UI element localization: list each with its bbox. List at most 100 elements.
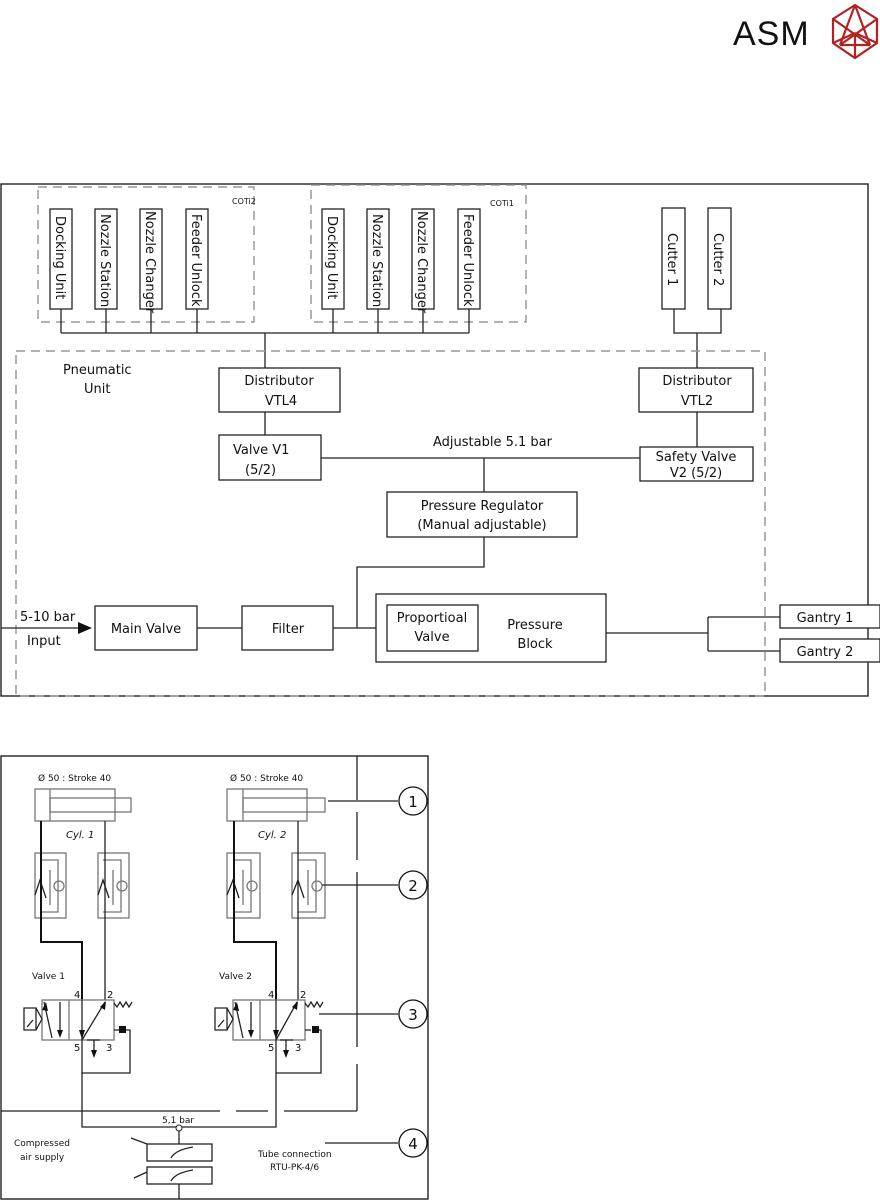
cylinder-2-label: Cyl. 2	[258, 830, 286, 841]
cutter-unit: Cutter 2	[707, 207, 732, 310]
flow-control-valve-icon	[291, 852, 326, 919]
tube-connection-label: Tube connection	[257, 1150, 332, 1160]
port-2-label: 2	[300, 990, 306, 1001]
cutter-unit: Cutter 1	[661, 207, 686, 310]
adjustable-pressure-line	[321, 457, 640, 492]
svg-text:Gantry 1: Gantry 1	[797, 611, 854, 626]
cutter-bus-line	[673, 309, 722, 368]
coti2-group	[37, 186, 255, 323]
main-valve: Main Valve	[94, 605, 198, 651]
valve-2-icon	[214, 999, 324, 1074]
schematic-frame	[0, 755, 429, 1200]
port-4-label: 4	[268, 990, 274, 1001]
coti2-unit: Nozzle Station	[94, 208, 118, 310]
pneumatic-unit-label: Pneumatic	[63, 363, 132, 378]
pipe-line	[40, 821, 83, 1000]
pneumatic-schematic: Ø 50 : Stroke 40 Cyl. 1 Ø 50 : Stroke 40…	[0, 755, 429, 1200]
svg-text:Cutter 2: Cutter 2	[710, 233, 725, 286]
svg-text:Pressure Regulator: Pressure Regulator	[421, 499, 544, 514]
pressure-label: 5,1 bar	[162, 1116, 194, 1126]
port-2-label: 2	[107, 990, 113, 1001]
flow-control-valve-icon	[34, 852, 67, 919]
svg-text:1: 1	[408, 793, 418, 811]
svg-text:VTL2: VTL2	[681, 394, 713, 409]
svg-text:Nozzle Station: Nozzle Station	[369, 214, 384, 307]
coti2-unit: Docking Unit	[49, 208, 73, 310]
svg-text:Nozzle Changer: Nozzle Changer	[142, 211, 157, 314]
distributor-vtl4: Distributor VTL4	[218, 367, 341, 413]
pressure-regulator: Pressure Regulator (Manual adjustable)	[386, 491, 578, 538]
coti1-unit: Nozzle Changer	[411, 208, 435, 314]
valve-2-label: Valve 2	[219, 972, 252, 982]
regulator-line	[356, 537, 485, 628]
svg-text:Pressure: Pressure	[507, 618, 563, 633]
cylinder-2-icon	[226, 788, 326, 822]
coti2-unit: Nozzle Changer	[139, 208, 163, 314]
svg-text:Valve: Valve	[414, 630, 449, 645]
svg-text:Gantry 2: Gantry 2	[797, 645, 854, 660]
svg-text:Filter: Filter	[272, 622, 305, 637]
block-diagram: COTi2 Docking Unit Nozzle Station Nozzle…	[0, 183, 880, 697]
logo-polyhedron-icon	[831, 3, 879, 60]
coti1-unit: Feeder Unlock	[457, 208, 481, 310]
coti2-label: COTi2	[232, 197, 256, 206]
supply-label: Compressed	[14, 1139, 70, 1149]
valve-1-label: Valve 1	[32, 972, 65, 982]
supply-label: air supply	[20, 1153, 65, 1163]
shutoff-valve-icon	[130, 1137, 213, 1162]
input-arrow-icon	[78, 622, 92, 634]
svg-text:Cutter 1: Cutter 1	[664, 233, 679, 286]
svg-text:Docking Unit: Docking Unit	[52, 216, 67, 299]
asm-logo: ASM	[733, 3, 879, 60]
cylinder-2-spec: Ø 50 : Stroke 40	[230, 773, 303, 784]
svg-text:Nozzle Changer: Nozzle Changer	[414, 211, 429, 314]
svg-text:2: 2	[408, 877, 418, 895]
valve-1-icon	[23, 999, 133, 1074]
svg-text:(Manual adjustable): (Manual adjustable)	[417, 518, 546, 533]
coti2-unit: Feeder Unlock	[185, 208, 209, 310]
svg-text:VTL4: VTL4	[265, 394, 297, 409]
flow-control-valve-icon	[226, 852, 261, 919]
coti1-unit: Docking Unit	[321, 208, 345, 310]
pipe-line	[233, 821, 277, 1000]
pressure-block: Proportioal Valve Pressure Block	[375, 593, 607, 663]
callout-2: 2	[398, 870, 428, 900]
input-pressure-label: 5-10 bar	[20, 610, 76, 625]
gauge-point-icon	[175, 1124, 183, 1132]
svg-text:V2 (5/2): V2 (5/2)	[670, 466, 722, 481]
port-5-label: 5	[74, 1043, 80, 1054]
svg-text:Distributor: Distributor	[662, 374, 732, 389]
coti1-group	[310, 184, 527, 323]
cylinder-1-icon	[34, 788, 132, 822]
tube-connection-label: RTU-PK-4/6	[270, 1163, 319, 1173]
coti-bus-line	[60, 309, 470, 368]
safety-valve-v2: Safety Valve V2 (5/2)	[639, 446, 754, 482]
gantry-1: Gantry 1	[779, 604, 880, 629]
flow-control-valve-icon	[97, 852, 130, 919]
pneumatic-unit-label: Unit	[84, 382, 110, 397]
adjustable-pressure-label: Adjustable 5.1 bar	[433, 435, 553, 450]
distributor-vtl2: Distributor VTL2	[638, 367, 754, 413]
callout-3: 3	[398, 999, 428, 1029]
port-5-label: 5	[268, 1043, 274, 1054]
cylinder-1-spec: Ø 50 : Stroke 40	[38, 773, 111, 784]
svg-text:Distributor: Distributor	[244, 374, 314, 389]
pneumatic-unit-group	[15, 350, 766, 697]
input-label: Input	[27, 634, 61, 649]
callout-1: 1	[398, 786, 428, 816]
proportional-valve	[386, 604, 479, 652]
svg-text:Block: Block	[517, 637, 553, 652]
cylinder-1-label: Cyl. 1	[66, 830, 94, 841]
svg-text:Proportioal: Proportioal	[397, 611, 467, 626]
gantry-lines	[606, 616, 780, 652]
svg-text:Feeder Unlock: Feeder Unlock	[460, 214, 475, 307]
svg-text:Main Valve: Main Valve	[111, 622, 181, 637]
callout-4: 4	[398, 1128, 428, 1158]
svg-text:(5/2): (5/2)	[245, 463, 276, 478]
coti1-unit: Nozzle Station	[366, 208, 390, 310]
filter: Filter	[241, 605, 334, 651]
svg-text:Valve V1: Valve V1	[233, 443, 289, 458]
shutoff-valve-icon	[133, 1166, 213, 1199]
svg-text:Feeder Unlock: Feeder Unlock	[188, 214, 203, 307]
